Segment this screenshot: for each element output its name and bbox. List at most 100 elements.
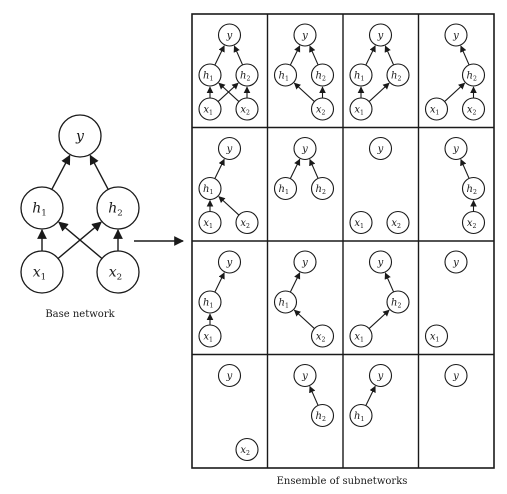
sub-node-h2: h2: [310, 403, 335, 428]
sub-edge-h2-y: [309, 45, 319, 66]
sub-node-h2-circle: [386, 290, 410, 314]
sub-node-y: y: [444, 23, 468, 47]
sub-node-y: y: [293, 23, 317, 47]
subnetwork-7: y x1 x2: [349, 136, 410, 235]
sub-node-x1: x1: [349, 210, 373, 235]
sub-node-h2: h2: [235, 63, 259, 87]
sub-node-x1: x1: [198, 324, 222, 348]
sub-node-y: y: [217, 363, 242, 388]
subnetwork-2: y h1 h2 x2: [273, 23, 335, 121]
sub-node-y-label: y: [377, 257, 384, 268]
sub-node-x2-circle: [235, 97, 259, 121]
sub-edge-x1-h2: [368, 82, 390, 102]
base-node-h2-label: h2: [108, 201, 123, 219]
sub-node-h1-circle: [198, 176, 222, 201]
base-node-x1: x1: [20, 250, 64, 294]
sub-node-x2: x2: [235, 97, 259, 121]
sub-node-x1-circle: [349, 324, 373, 348]
base-network-caption: Base network: [45, 309, 115, 320]
sub-node-y: y: [368, 136, 393, 161]
sub-node-x1-label: x1: [203, 218, 213, 230]
sub-edge-h1-y: [214, 45, 225, 66]
sub-node-h2: h2: [310, 63, 335, 87]
subnetwork-9: y h1 x1: [198, 250, 242, 348]
sub-node-x2-label: x2: [316, 104, 326, 116]
sub-node-h2: h2: [386, 63, 410, 87]
sub-node-x1-label: x1: [430, 104, 440, 116]
sub-node-x1-circle: [198, 324, 222, 348]
sub-node-y: y: [444, 250, 468, 274]
sub-node-h2-circle: [310, 176, 335, 201]
sub-node-h1: h1: [349, 63, 373, 87]
sub-node-h2-label: h2: [240, 70, 250, 82]
sub-node-x2: x2: [235, 437, 259, 462]
sub-node-h1-circle: [349, 63, 373, 87]
base-node-y-label: y: [75, 129, 85, 145]
sub-edge-h1-y: [214, 158, 225, 179]
sub-edge-h2-y: [460, 158, 470, 179]
sub-node-x1-label: x1: [430, 331, 440, 343]
sub-node-h2-label: h2: [316, 184, 326, 196]
sub-node-h1-circle: [198, 290, 222, 314]
sub-node-h2: h2: [461, 176, 486, 201]
sub-node-h1-label: h1: [203, 184, 213, 196]
base-node-x1-label: x1: [33, 265, 46, 283]
sub-node-h2-circle: [310, 63, 335, 87]
sub-node-y-label: y: [226, 30, 233, 41]
sub-node-h2-circle: [386, 63, 410, 87]
sub-node-h1-circle: [273, 63, 298, 87]
sub-node-h1-label: h1: [354, 411, 364, 423]
sub-node-x2-label: x2: [391, 218, 401, 230]
sub-node-y-label: y: [226, 371, 233, 382]
sub-node-y-circle: [444, 23, 468, 47]
sub-node-y-label: y: [301, 30, 308, 41]
sub-edge-h2-y: [233, 45, 244, 66]
sub-node-y-label: y: [377, 371, 384, 382]
sub-node-x1-label: x1: [203, 331, 213, 343]
base-node-x2: x2: [96, 250, 140, 294]
sub-node-x1: x1: [198, 210, 222, 235]
sub-node-x1-circle: [349, 97, 373, 121]
sub-node-h1: h1: [198, 290, 222, 314]
sub-edge-x2-h1: [218, 196, 240, 216]
sub-node-h1-label: h1: [203, 70, 213, 82]
sub-node-y: y: [444, 136, 468, 161]
sub-node-y-circle: [293, 363, 317, 388]
sub-node-y: y: [217, 250, 242, 274]
sub-node-y: y: [444, 363, 468, 388]
sub-node-x2: x2: [310, 324, 335, 348]
sub-node-y-label: y: [226, 257, 233, 268]
sub-node-h1-circle: [349, 403, 373, 428]
sub-node-h2-circle: [461, 176, 486, 201]
base-node-h1: h1: [20, 186, 64, 230]
sub-edge-h2-y: [309, 385, 319, 406]
sub-node-y-circle: [217, 136, 242, 161]
sub-node-x2-circle: [310, 97, 335, 121]
sub-edge-h2-y: [460, 45, 470, 66]
sub-edge-h1-y: [365, 385, 376, 406]
sub-node-h1: h1: [198, 63, 222, 87]
sub-node-h1-label: h1: [203, 297, 213, 309]
sub-node-h1: h1: [273, 290, 298, 314]
sub-node-h1: h1: [273, 63, 298, 87]
sub-node-y: y: [293, 363, 317, 388]
sub-node-h1: h1: [198, 176, 222, 201]
ensemble-caption: Ensemble of subnetworks: [277, 476, 408, 487]
sub-node-y: y: [217, 23, 242, 47]
sub-edge-x1-h2: [368, 309, 390, 329]
base-node-y: y: [58, 114, 102, 158]
sub-edge-h1-y: [289, 45, 301, 66]
sub-node-x2: x2: [235, 210, 259, 235]
sub-node-x2-circle: [235, 210, 259, 235]
sub-node-y-circle: [293, 136, 317, 161]
sub-node-h2: h2: [310, 176, 335, 201]
base-edge-h1-y: [51, 154, 71, 190]
sub-node-x2-circle: [461, 210, 486, 235]
sub-node-y-label: y: [452, 371, 459, 382]
sub-node-h2-label: h2: [316, 411, 326, 423]
